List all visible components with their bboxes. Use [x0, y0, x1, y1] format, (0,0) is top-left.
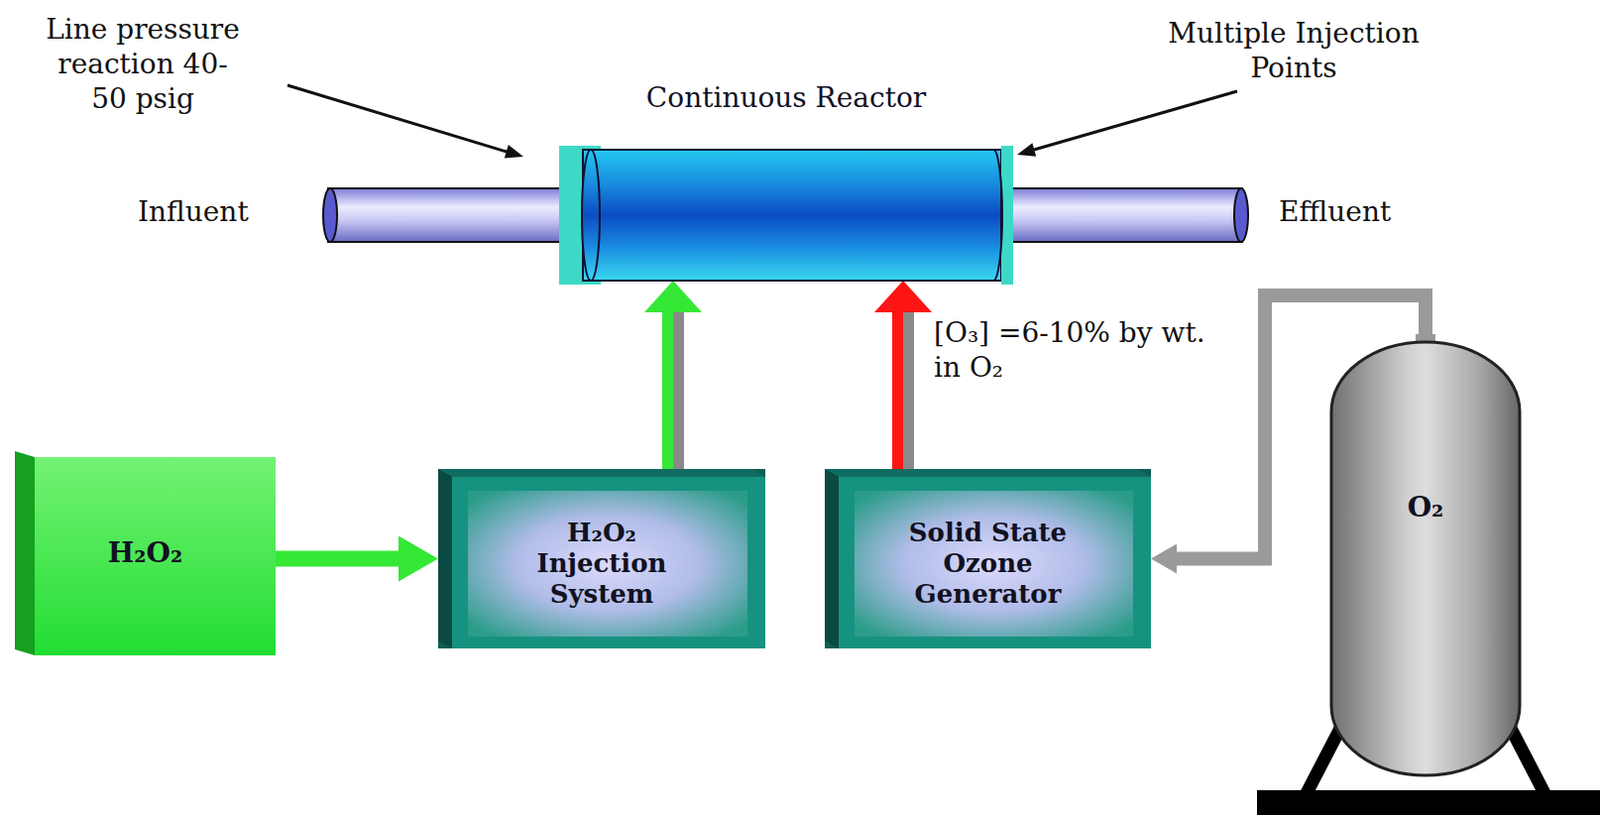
box-face: [452, 476, 766, 649]
reactor-body: [582, 149, 1002, 281]
edge-label: [O₃] =6-10% by wt. in O₂: [933, 315, 1232, 385]
box-top: [438, 468, 766, 477]
arrow-shadow: [673, 312, 685, 469]
box-panel: [467, 490, 748, 637]
box-face: [838, 476, 1151, 649]
box-side: [438, 468, 453, 649]
box-frame: [438, 468, 766, 649]
effluent-pipe: [1001, 188, 1243, 242]
box-face: [34, 457, 276, 656]
node-text: H₂O₂ Injection System: [507, 517, 696, 611]
generator-box: Solid State Ozone Generator: [824, 468, 1151, 649]
box-side: [824, 468, 839, 649]
leader-line: [287, 85, 507, 152]
callout-label: Multiple Injection Points: [1144, 15, 1443, 86]
reactor-end: [581, 149, 600, 281]
node-text: Solid State Ozone Generator: [876, 517, 1100, 611]
leader-arrowhead: [504, 144, 524, 158]
tank-base: [1257, 790, 1600, 815]
injection-box: H₂O₂ Injection System: [438, 468, 766, 649]
influent-pipe: [328, 188, 597, 242]
pipe-end: [323, 188, 338, 242]
flow-arrow: [892, 312, 915, 469]
box-panel: [854, 490, 1134, 637]
leader-line: [1033, 91, 1238, 150]
stream-label: Effluent: [1278, 194, 1391, 229]
reactor-end: [993, 149, 1003, 281]
reactor-vessel: Continuous Reactor: [559, 79, 1014, 281]
flow-arrow: [275, 551, 399, 568]
supply-box: H₂O₂: [14, 451, 276, 656]
box-side: [14, 451, 35, 656]
stream-label: Influent: [137, 194, 249, 229]
reactor-cap: [559, 145, 601, 285]
pipe-end: [1234, 188, 1249, 242]
callout-label: Line pressure reaction 40-50 psig: [42, 11, 243, 116]
tank-body: [1331, 342, 1520, 776]
node-text: Continuous Reactor: [646, 81, 926, 115]
box-frame: [824, 468, 1151, 649]
node-text: H₂O₂: [108, 536, 183, 571]
box-top: [824, 468, 1151, 477]
leader-arrowhead: [1017, 142, 1036, 156]
flow-arrow: [662, 312, 685, 469]
oxygen-tank-outline: [1331, 342, 1520, 776]
node-text: O₂: [1407, 490, 1445, 525]
oxygen-tank: O₂: [1331, 342, 1520, 776]
arrow-shadow: [903, 312, 915, 469]
